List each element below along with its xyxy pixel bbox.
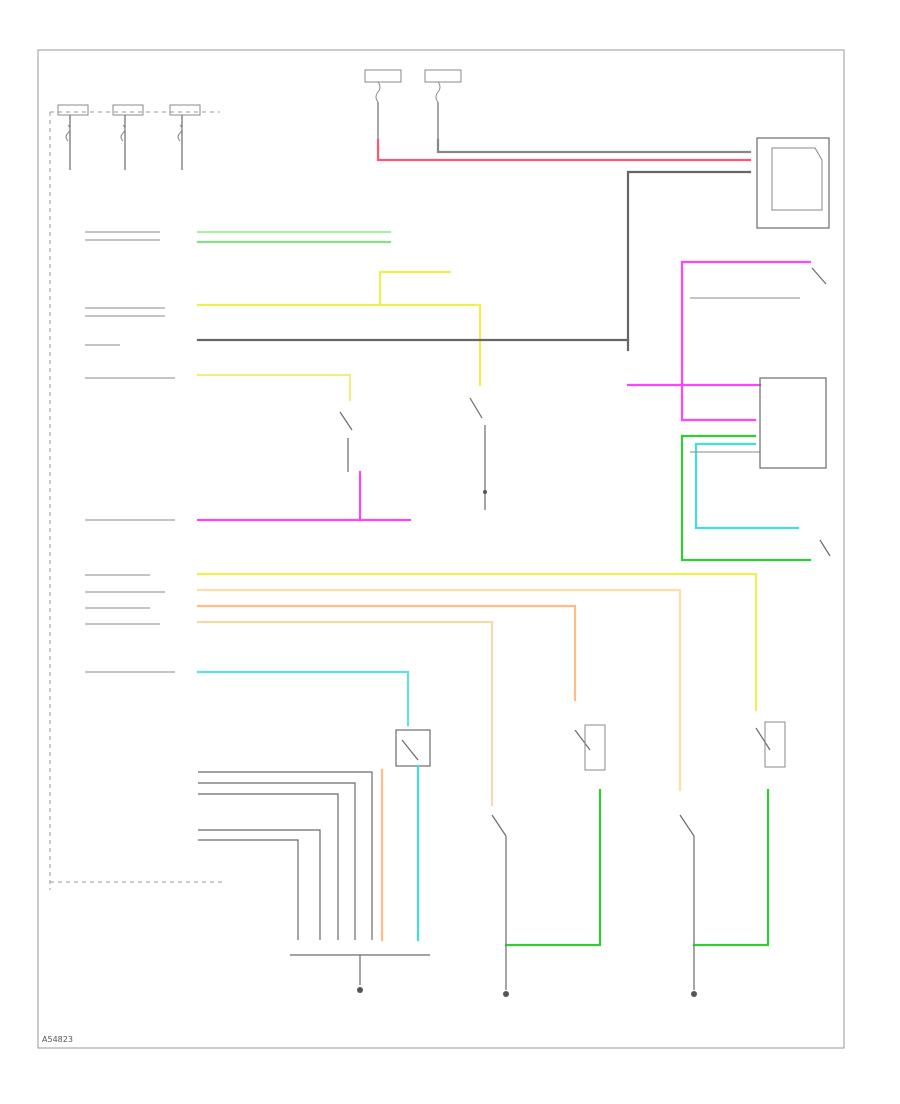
diagram-code: A54823 bbox=[42, 1035, 73, 1044]
wire-gray-right bbox=[690, 297, 800, 453]
wire-yellow-left bbox=[196, 373, 352, 402]
wire-orange-bus bbox=[196, 604, 577, 702]
actuator-passenger-rear bbox=[679, 814, 695, 945]
wire-yellow-center bbox=[196, 270, 482, 387]
door-lock-switch-left bbox=[395, 729, 431, 767]
fuse-icon bbox=[65, 124, 183, 142]
wire-tan-2-bus bbox=[196, 620, 494, 807]
wire-yellow-bus bbox=[196, 572, 758, 712]
wire-magenta-left bbox=[196, 470, 412, 522]
actuator-passenger-front bbox=[755, 721, 786, 768]
wire-bundle-left bbox=[198, 771, 430, 985]
actuator-driver-front bbox=[574, 724, 606, 771]
actuator-driver-rear bbox=[491, 814, 507, 945]
control-module-top-right bbox=[756, 137, 830, 229]
module-right-middle bbox=[759, 377, 827, 469]
wire-gray-top bbox=[436, 138, 752, 154]
ground-icon bbox=[357, 987, 363, 993]
wire-cyan-bus bbox=[196, 670, 410, 727]
diagram-frame bbox=[37, 49, 845, 1049]
wire-tan-bus bbox=[196, 588, 682, 792]
switch-icon bbox=[339, 397, 487, 510]
wire-green-bottom-left bbox=[504, 788, 602, 947]
switch-icon bbox=[811, 267, 831, 557]
wire-black-down bbox=[626, 170, 752, 352]
wire-green-bottom-right bbox=[692, 788, 770, 947]
ground-icon bbox=[503, 991, 697, 997]
left-circuit-labels bbox=[85, 231, 175, 673]
wire-red-power bbox=[376, 138, 752, 162]
wire-cyan-right bbox=[694, 442, 800, 530]
fuse-block-top-left bbox=[49, 104, 220, 890]
fuse-block-top-center bbox=[364, 69, 462, 140]
wire-green-right bbox=[680, 434, 812, 562]
wire-magenta-right bbox=[680, 260, 812, 422]
